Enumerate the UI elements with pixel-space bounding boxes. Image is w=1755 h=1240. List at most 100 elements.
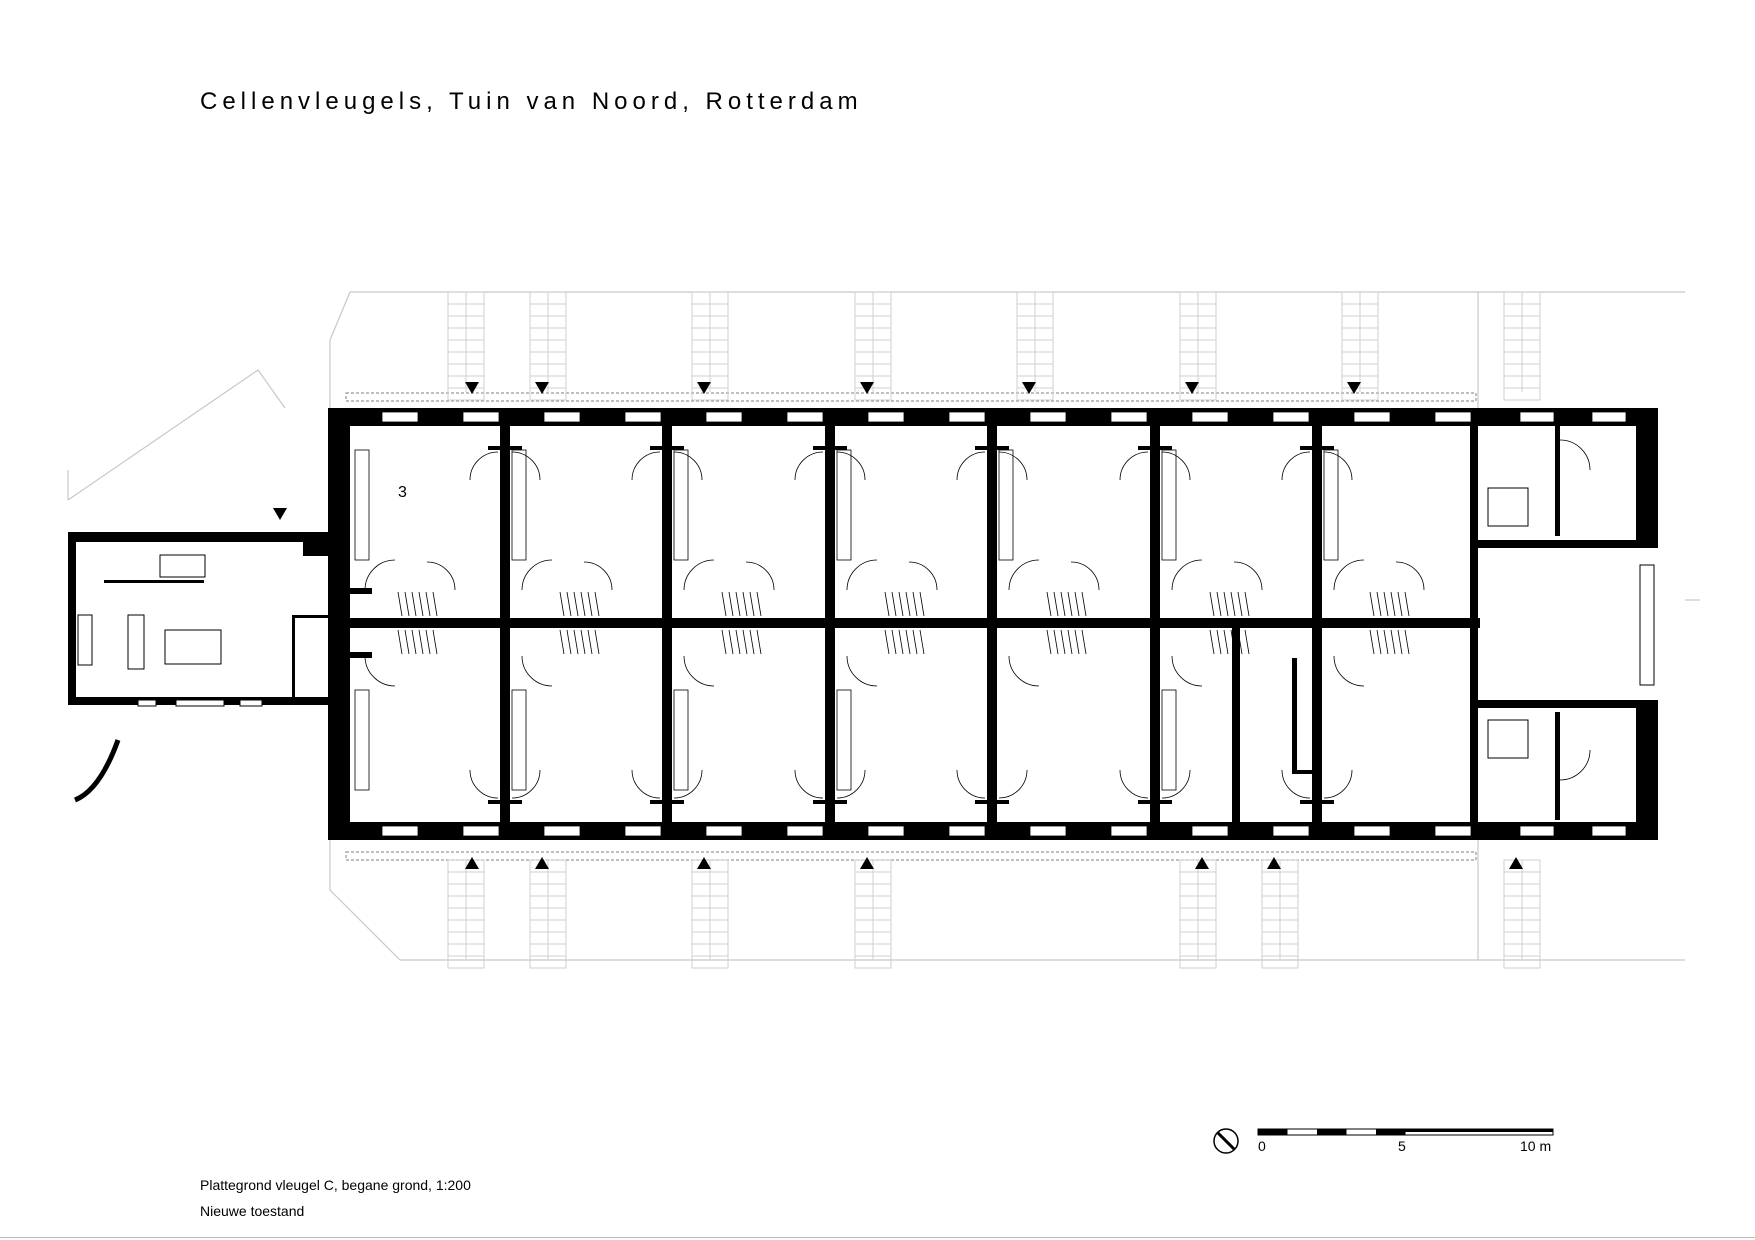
- annex-building: [68, 532, 338, 803]
- stair-tread: [735, 591, 741, 617]
- stair-tread: [1046, 591, 1052, 617]
- stair-tread: [721, 591, 727, 617]
- window: [1272, 411, 1310, 423]
- facade-windows: [381, 411, 1627, 837]
- stair-tread: [1067, 591, 1073, 617]
- partition-wall: [987, 426, 997, 822]
- door-swing: [836, 451, 866, 481]
- scale-bar-seg: [1258, 1129, 1288, 1135]
- window: [705, 411, 743, 423]
- scale-label-0: 0: [1258, 1138, 1266, 1154]
- stair-tread: [1216, 629, 1222, 655]
- stair-tread: [432, 629, 438, 655]
- stair-tread: [1244, 591, 1250, 617]
- partition-wall: [1292, 658, 1297, 770]
- stair-tread: [1390, 629, 1396, 655]
- partition-stub: [1300, 800, 1334, 804]
- entrance-triangle-icon: [465, 857, 479, 869]
- door-swing: [683, 559, 715, 591]
- stair-tread: [432, 591, 438, 617]
- partition-stub: [975, 446, 1009, 450]
- stair-tread: [728, 591, 734, 617]
- entrance-triangle-icon: [535, 382, 549, 394]
- stair-tread: [425, 629, 431, 655]
- kitchen-counter: [1161, 689, 1177, 791]
- stair-tread: [404, 629, 410, 655]
- window: [1191, 411, 1229, 423]
- door-swing: [469, 769, 499, 799]
- entrance-triangle-icon: [1347, 382, 1361, 394]
- stair-tread: [891, 591, 897, 617]
- partition-wall: [1232, 628, 1240, 822]
- stair-tread: [742, 629, 748, 655]
- stair-tread: [1376, 629, 1382, 655]
- kitchen-counter: [511, 689, 527, 791]
- door-swing: [521, 655, 553, 687]
- caption-plan: Plattegrond vleugel C, begane grond, 1:2…: [200, 1177, 471, 1193]
- stair-tread: [404, 591, 410, 617]
- entrance-triangle-icon: [1195, 857, 1209, 869]
- door-swing: [998, 769, 1028, 799]
- entrance-markers: [273, 382, 1523, 869]
- stair-tread: [742, 591, 748, 617]
- door-swing: [469, 451, 499, 481]
- stair-tread: [397, 591, 403, 617]
- partition-wall: [1312, 426, 1322, 822]
- kitchen-counter: [836, 689, 852, 791]
- stair-tread: [411, 591, 417, 617]
- window: [1434, 411, 1472, 423]
- entrance-triangle-icon: [465, 382, 479, 394]
- door-swing: [683, 655, 715, 687]
- partition-stub: [488, 800, 522, 804]
- stair-tread: [566, 629, 572, 655]
- fixtures: [354, 449, 1425, 799]
- window: [1519, 825, 1555, 837]
- stair-tread: [1223, 591, 1229, 617]
- entrance-triangle-icon: [1022, 382, 1036, 394]
- door-swing: [364, 655, 396, 687]
- door-swing: [1171, 559, 1203, 591]
- partition-stub: [1300, 446, 1334, 450]
- door-swing: [1323, 451, 1353, 481]
- stair-tread: [580, 591, 586, 617]
- entrance-triangle-icon: [1267, 857, 1281, 869]
- window: [462, 825, 500, 837]
- stair-tread: [1230, 591, 1236, 617]
- door-swing: [1281, 769, 1311, 799]
- north-arrow-icon: [1213, 1128, 1239, 1154]
- door-swing: [1171, 655, 1203, 687]
- stair-tread: [587, 591, 593, 617]
- door-swing: [794, 451, 824, 481]
- stair-tread: [912, 629, 918, 655]
- window: [705, 825, 743, 837]
- scale-bar-seg: [1405, 1129, 1553, 1132]
- door-swing: [673, 451, 703, 481]
- entrance-triangle-icon: [697, 857, 711, 869]
- stair-tread: [905, 629, 911, 655]
- partition-wall: [500, 426, 510, 822]
- partition-stub: [1138, 800, 1172, 804]
- window: [381, 825, 419, 837]
- window: [1434, 825, 1472, 837]
- stair-tread: [1074, 591, 1080, 617]
- page-border: [0, 1237, 1755, 1238]
- door-swing: [956, 451, 986, 481]
- stair-tread: [594, 629, 600, 655]
- stair-tread: [1081, 591, 1087, 617]
- kitchen-counter: [354, 689, 370, 791]
- stair-tread: [1230, 629, 1236, 655]
- partition-stub: [650, 800, 684, 804]
- door-swing: [364, 559, 396, 591]
- window: [1519, 411, 1555, 423]
- stair-tread: [1404, 629, 1410, 655]
- site-context: [67, 291, 1700, 961]
- stair-tread: [411, 629, 417, 655]
- window: [1272, 825, 1310, 837]
- stair-tread: [1390, 591, 1396, 617]
- window: [381, 411, 419, 423]
- door-swing: [511, 769, 541, 799]
- stair-tread: [735, 629, 741, 655]
- kitchen-counter: [836, 449, 852, 561]
- door-swing: [1008, 559, 1040, 591]
- stair-tread: [1216, 591, 1222, 617]
